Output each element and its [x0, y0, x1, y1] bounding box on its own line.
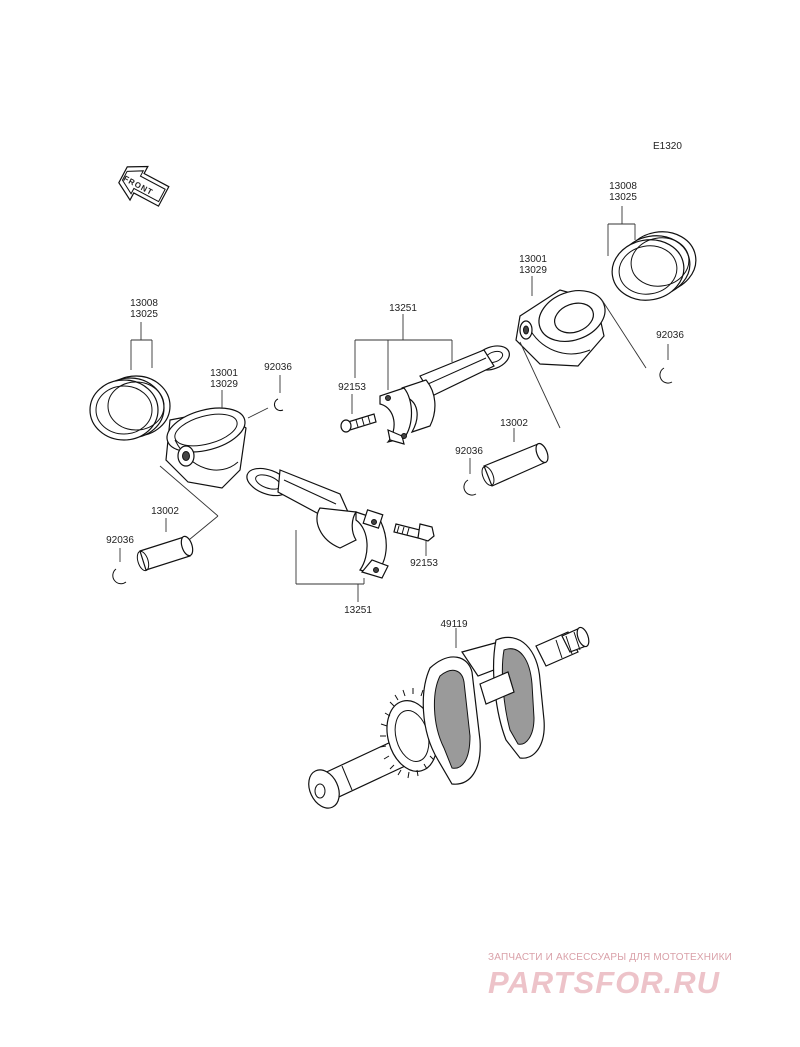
label-right-rings: 13008 13025: [609, 181, 637, 203]
label-left-pin: 13002: [151, 506, 179, 517]
label-left-bolt: 92153: [410, 558, 438, 569]
right-piston-pin: [481, 442, 549, 487]
label-right-clip-upper: 92036: [656, 330, 684, 341]
label-left-rod: 13251: [344, 605, 372, 616]
leader-right-rod: [354, 314, 453, 390]
watermark-tagline: ЗАПЧАСТИ И АКСЕССУАРЫ ДЛЯ МОТОТЕХНИКИ: [488, 952, 733, 963]
label-left-piston: 13001 13029: [210, 368, 238, 390]
label-crankshaft: 49119: [440, 619, 468, 630]
left-piston-pin: [136, 535, 194, 572]
part-number-13025: 13025: [130, 309, 158, 320]
leader-left-rings: [130, 322, 153, 370]
right-piston-rings: [611, 231, 697, 301]
label-left-rings: 13008 13025: [130, 298, 158, 320]
label-right-pin: 13002: [500, 418, 528, 429]
left-rod-bolt: [393, 523, 435, 556]
left-clip-lower: [112, 548, 127, 585]
part-number-13001-right: 13001: [519, 254, 547, 265]
label-right-clip-lower: 92036: [455, 446, 483, 457]
label-left-clip-lower: 92036: [106, 535, 134, 546]
front-arrow-icon: [118, 165, 170, 207]
left-piston: [165, 407, 247, 489]
right-connecting-rod: [379, 345, 510, 445]
part-number-13001: 13001: [210, 368, 238, 379]
left-piston-rings: [89, 375, 171, 441]
part-number-13008: 13008: [130, 298, 158, 309]
watermark-logo: PARTSFOR.RU: [488, 965, 721, 1000]
label-right-piston: 13001 13029: [519, 254, 547, 276]
right-rod-bolt: [340, 394, 377, 433]
part-number-13008-right: 13008: [609, 181, 637, 192]
label-right-bolt: 92153: [338, 382, 366, 393]
diagram-code: E1320: [653, 141, 682, 152]
part-number-13029: 13029: [210, 379, 238, 390]
right-piston: [515, 289, 606, 367]
label-right-rod: 13251: [389, 303, 417, 314]
part-number-13029-right: 13029: [519, 265, 547, 276]
leader-left-rod: [295, 530, 365, 602]
leader-right-rings: [601, 206, 647, 369]
watermark: ЗАПЧАСТИ И АКСЕССУАРЫ ДЛЯ МОТОТЕХНИКИ PA…: [488, 952, 788, 1001]
right-clip-upper: [659, 344, 673, 384]
crankshaft: [308, 626, 590, 809]
right-clip-lower: [463, 458, 477, 496]
left-connecting-rod: [246, 467, 389, 579]
part-number-13025-right: 13025: [609, 192, 637, 203]
label-left-clip-upper: 92036: [264, 362, 292, 373]
left-clip-upper: [247, 375, 284, 419]
